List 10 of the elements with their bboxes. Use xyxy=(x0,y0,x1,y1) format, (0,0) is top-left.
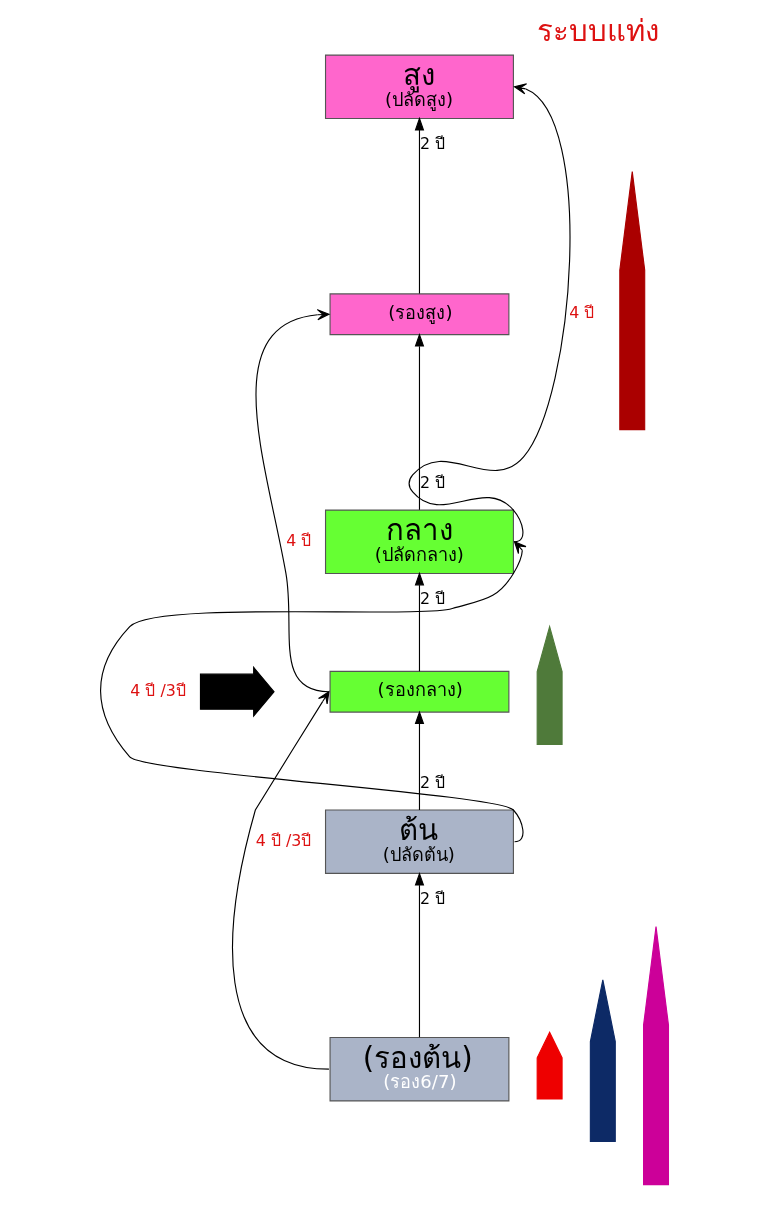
diagram-title: ระบบแท่ง xyxy=(536,14,659,49)
edge-label: 2 ปี xyxy=(419,134,446,154)
edge-label: 4 ปี xyxy=(286,530,312,550)
edge-label: 2 ปี xyxy=(419,889,446,909)
edge-label: 2 ปี xyxy=(419,772,446,792)
edge-label: 2 ปี xyxy=(419,472,446,492)
edge-label: 4 ปี /3ปี xyxy=(255,830,312,850)
edge-label: 4 ปี /3ปี xyxy=(130,680,186,700)
edge-label: 4 ปี xyxy=(569,303,595,323)
edge-label: 2 ปี xyxy=(419,589,446,609)
